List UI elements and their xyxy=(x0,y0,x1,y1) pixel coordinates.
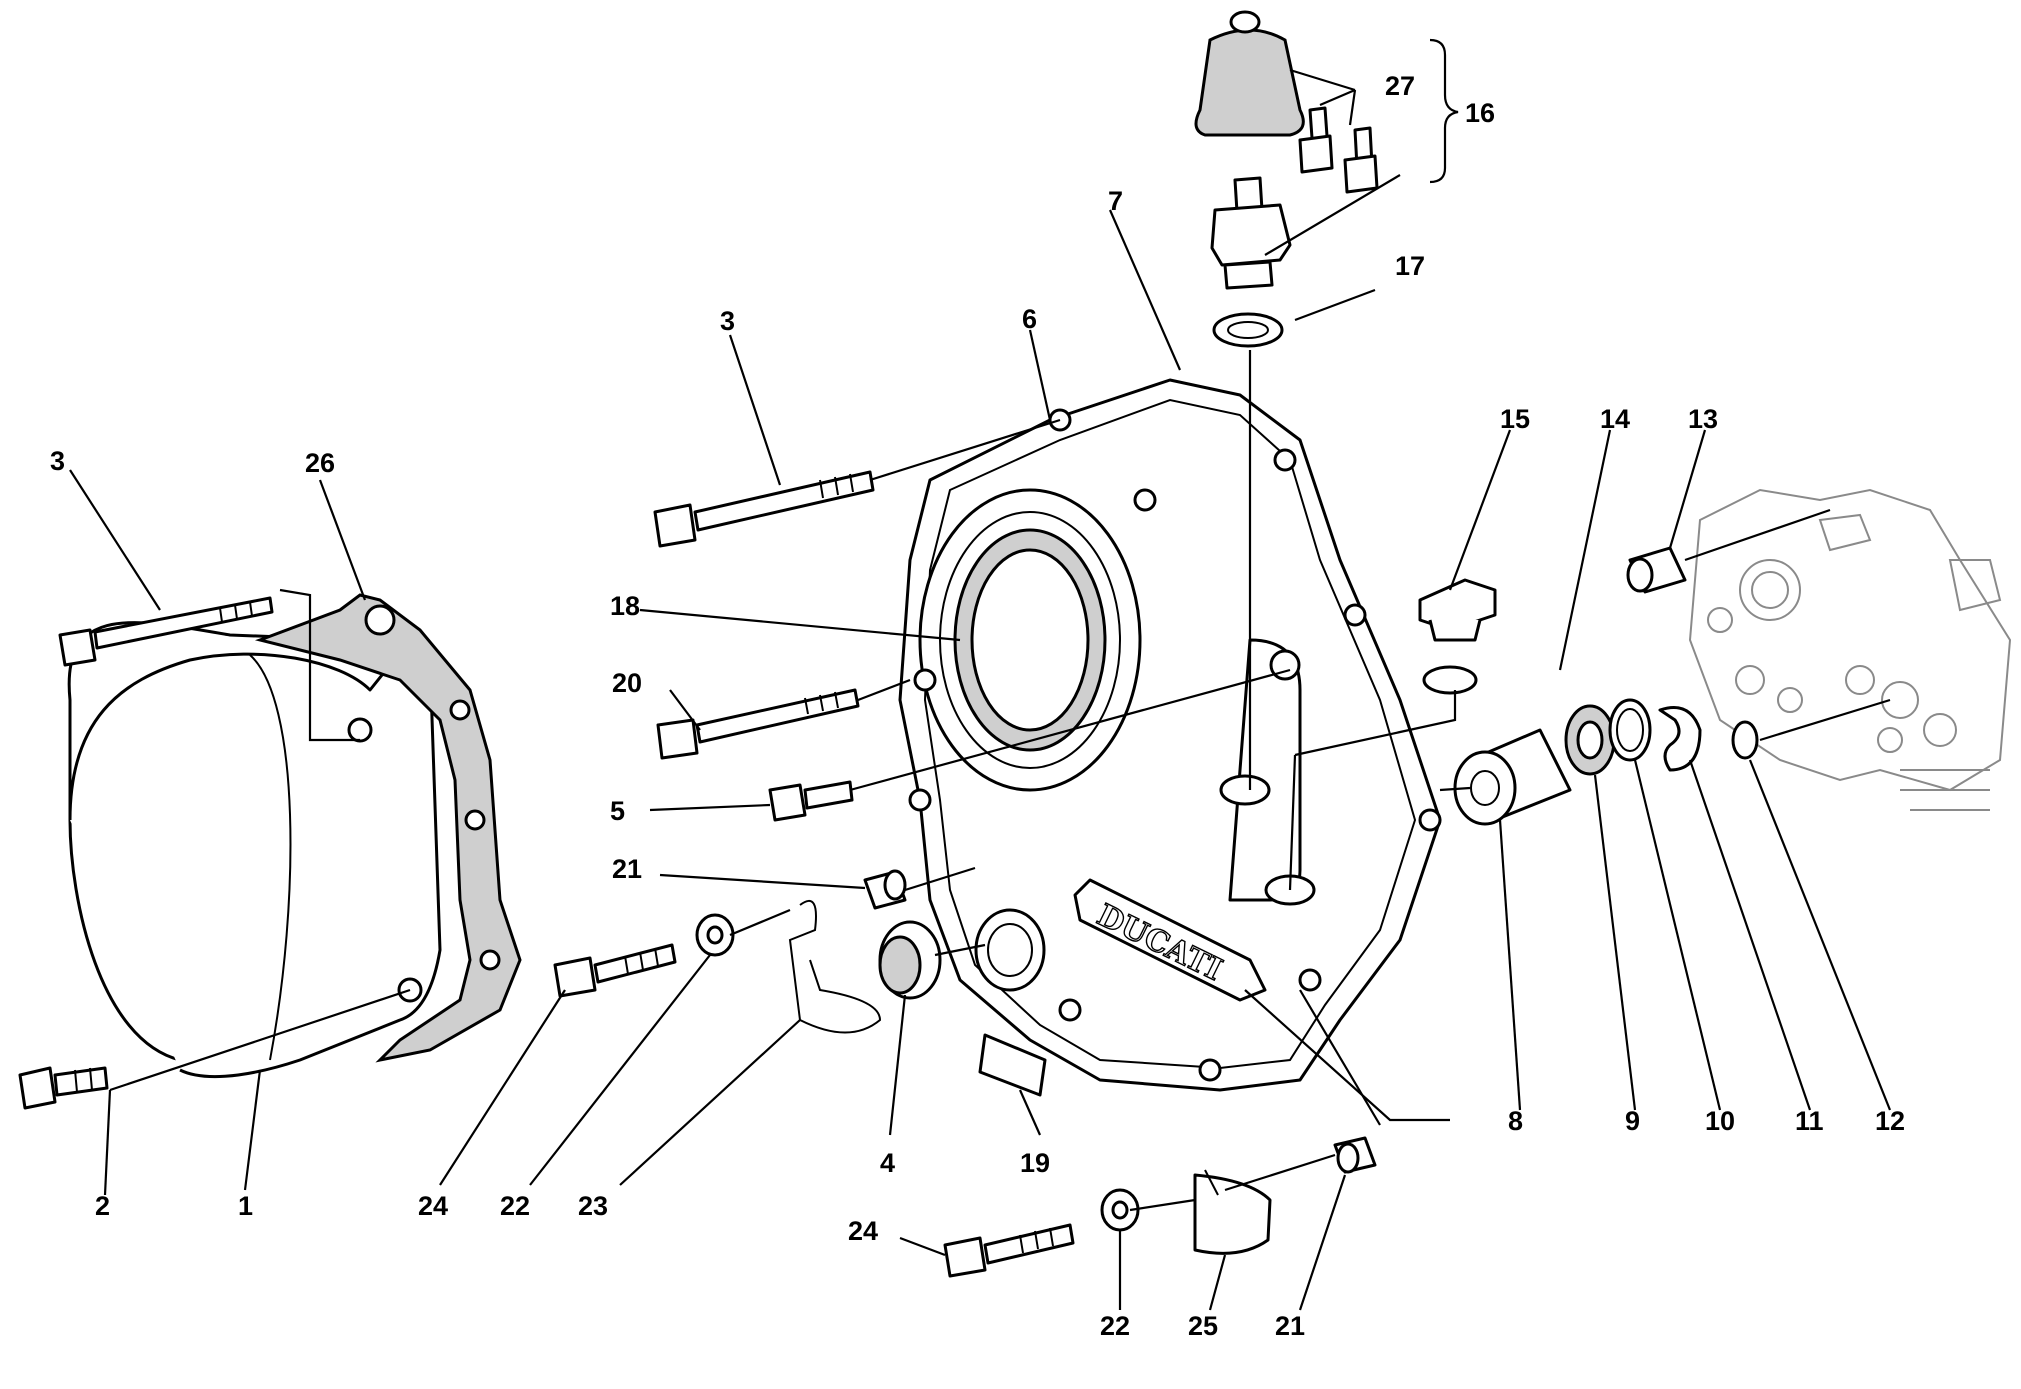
callout-18: 18 xyxy=(610,591,640,621)
callout-26: 26 xyxy=(305,448,335,478)
wire-clip-23 xyxy=(788,899,882,1034)
small-seal-4 xyxy=(878,920,942,1000)
callout-3-center: 3 xyxy=(720,306,735,336)
callout-16: 16 xyxy=(1465,98,1495,128)
callout-6: 6 xyxy=(1022,304,1037,334)
spacer-21-upper xyxy=(863,869,907,910)
connector-terminals xyxy=(1298,106,1379,194)
sleeve-8 xyxy=(1453,728,1572,826)
main-case-cover: DUCATI xyxy=(898,378,1442,1092)
callout-23: 23 xyxy=(578,1191,608,1221)
seal-9 xyxy=(1564,704,1616,776)
callout-5: 5 xyxy=(610,796,625,826)
callout-4: 4 xyxy=(880,1148,895,1178)
temperature-sensor xyxy=(1210,176,1292,290)
o-ring-14 xyxy=(1422,665,1478,695)
brand-plate xyxy=(1073,878,1267,1002)
leader-lines xyxy=(69,38,1892,1311)
callout-27: 27 xyxy=(1385,71,1415,101)
callout-11: 11 xyxy=(1795,1106,1824,1136)
callout-24-upper: 24 xyxy=(418,1191,448,1221)
callout-12: 12 xyxy=(1875,1106,1905,1136)
o-ring-12 xyxy=(1731,720,1759,760)
callout-14: 14 xyxy=(1600,404,1630,434)
spacer-21-lower xyxy=(1333,1136,1377,1174)
bolt-24-lower xyxy=(943,1223,1075,1278)
callout-13: 13 xyxy=(1688,404,1718,434)
bolt-3-center xyxy=(653,470,875,548)
sensor-boot xyxy=(1194,10,1305,137)
cover-gasket xyxy=(254,593,522,1063)
callout-17: 17 xyxy=(1395,251,1425,281)
washer-22-upper xyxy=(695,913,735,957)
callout-22-lower: 22 xyxy=(1100,1311,1130,1341)
callout-2: 2 xyxy=(95,1191,110,1221)
bolt-20 xyxy=(656,688,860,760)
callout-10: 10 xyxy=(1705,1106,1735,1136)
sealing-washer-17 xyxy=(1212,312,1284,348)
bolt-5 xyxy=(768,780,854,822)
bushing-13 xyxy=(1626,546,1687,594)
circlip-11 xyxy=(1658,706,1702,772)
callout-15: 15 xyxy=(1500,404,1530,434)
callout-8: 8 xyxy=(1508,1106,1523,1136)
plate-19 xyxy=(978,1033,1047,1097)
bracket-25 xyxy=(1193,1169,1272,1255)
callout-20: 20 xyxy=(612,668,642,698)
callout-9: 9 xyxy=(1625,1106,1640,1136)
callout-19: 19 xyxy=(1020,1148,1050,1178)
callout-labels: 3 26 2 1 3 6 7 18 20 5 21 27 16 17 15 14… xyxy=(50,71,1905,1341)
washer-22-lower xyxy=(1100,1188,1140,1232)
bolt-24-upper xyxy=(553,943,677,998)
callout-22-upper: 22 xyxy=(500,1191,530,1221)
engine-block-outline xyxy=(1688,488,2012,811)
large-oil-seal xyxy=(953,528,1107,752)
callout-24-lower: 24 xyxy=(848,1216,878,1246)
filler-plug-15 xyxy=(1418,578,1497,642)
callout-7: 7 xyxy=(1108,186,1123,216)
clutch-cover-dome xyxy=(67,621,442,1079)
callout-21-lower: 21 xyxy=(1275,1311,1305,1341)
callout-1: 1 xyxy=(238,1191,253,1221)
washer-10 xyxy=(1608,698,1652,762)
bolt-3-left xyxy=(58,596,274,667)
callout-25: 25 xyxy=(1188,1311,1218,1341)
bolt-2 xyxy=(18,1066,109,1110)
callout-21-upper: 21 xyxy=(612,854,642,884)
callout-3-left: 3 xyxy=(50,446,65,476)
